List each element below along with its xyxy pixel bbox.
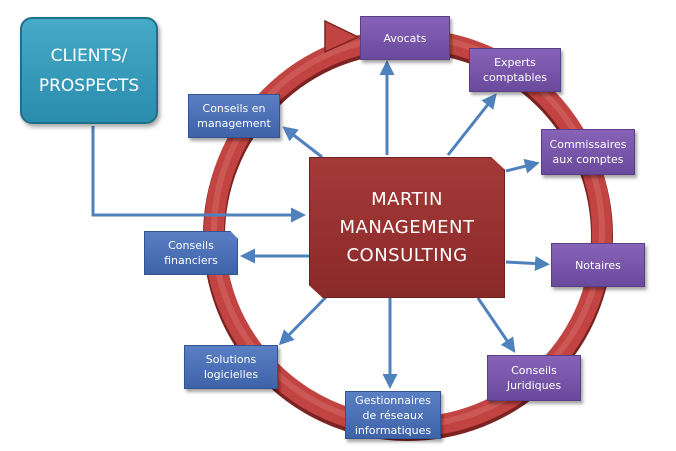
node-commissaires-aux-comptes: Commissaires aux comptes [541,129,635,175]
node-conseils-en-management: Conseils en management [188,94,280,138]
arrow-to-experts [446,93,497,156]
arrow-to-conseils-management [282,126,323,159]
arrow-to-logiciels [278,288,335,346]
clients-prospects-box: CLIENTS/ PROSPECTS [20,17,158,124]
node-gestionnaires-reseaux: Gestionnaires de réseaux informatiques [345,391,441,439]
clients-connector-arrow [91,126,306,223]
arrow-to-notaires [505,256,550,272]
node-notaires: Notaires [551,243,645,287]
martin-management-consulting-box: MARTIN MANAGEMENT CONSULTING [309,157,505,298]
arrow-to-juridiques [476,297,516,353]
arrow-to-commissaires [505,158,540,174]
node-experts-comptables: Experts comptables [469,48,561,92]
cycle-arrowhead [324,19,360,54]
node-conseils-financiers: Conseils financiers [144,231,238,275]
node-solutions-logicielles: Solutions logicielles [184,345,278,389]
node-avocats: Avocats [360,16,450,60]
node-conseils-juridiques: Conseils Juridiques [487,355,581,401]
